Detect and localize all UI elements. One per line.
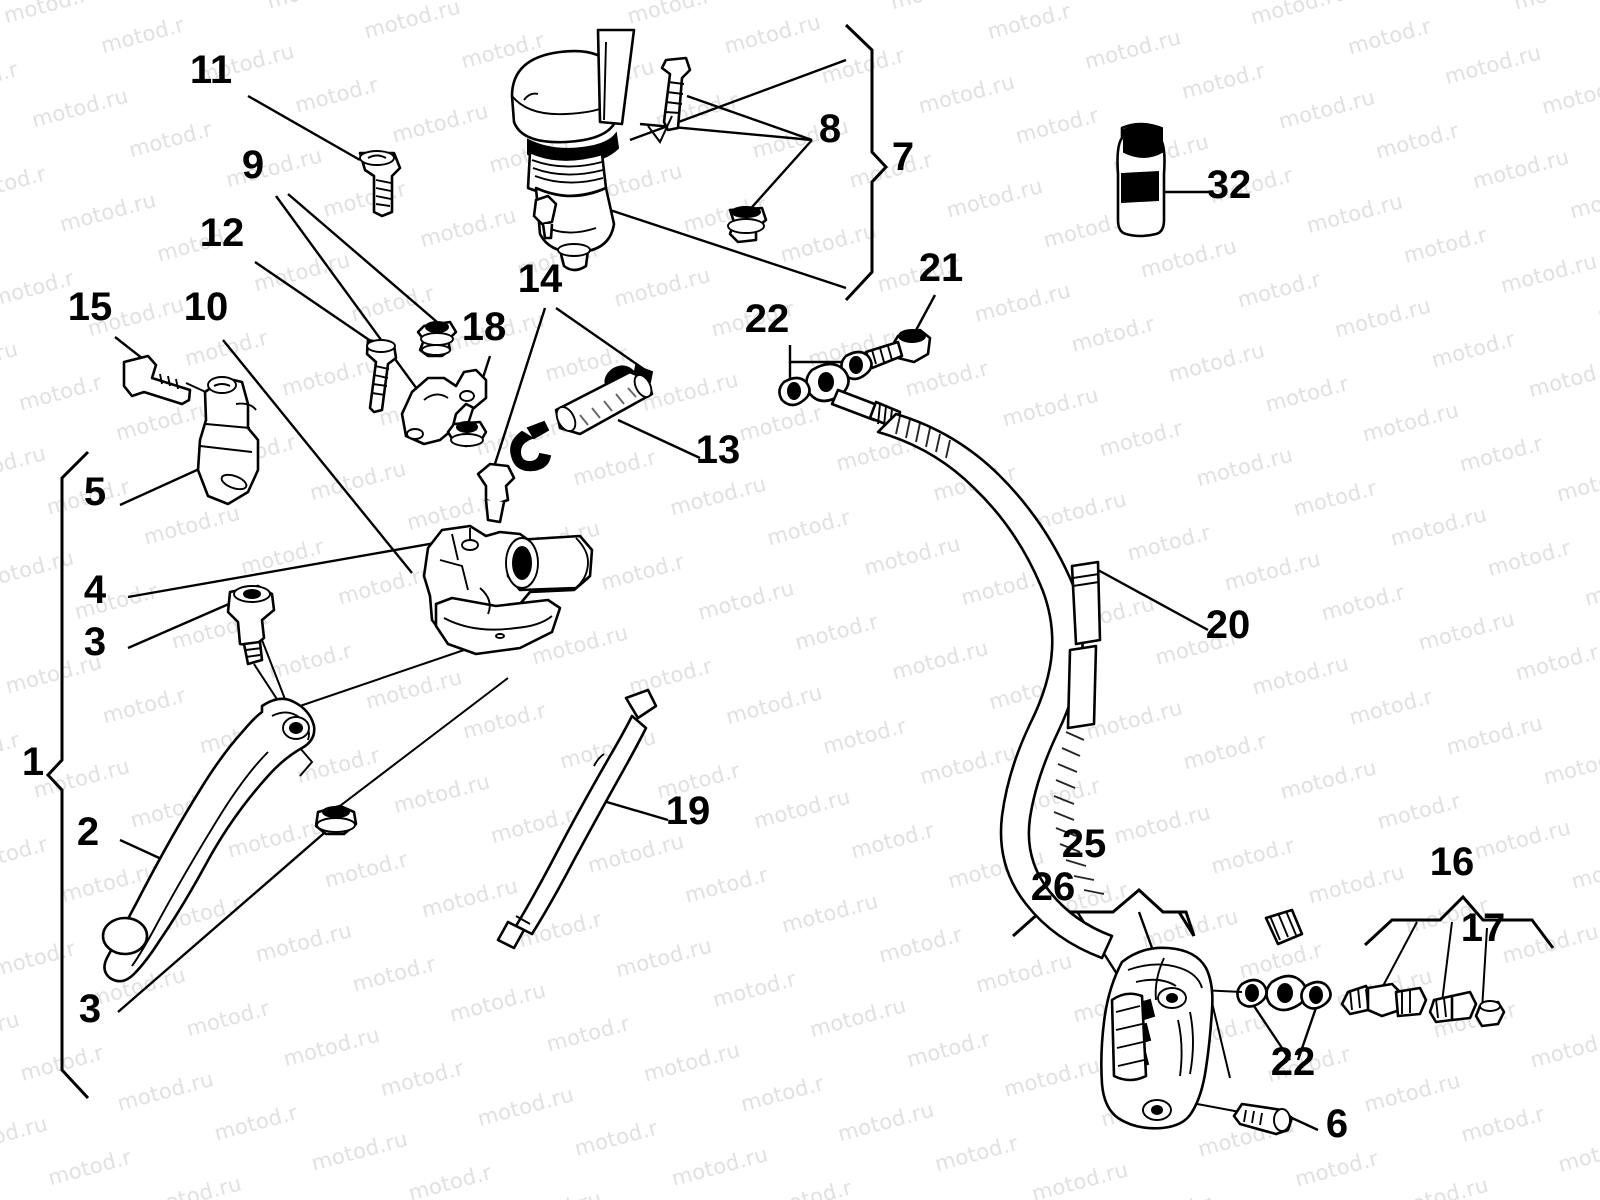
part-brake-lever	[101, 697, 316, 983]
part-reservoir-assembly	[510, 28, 768, 272]
part-caliper	[1100, 946, 1214, 1130]
part-clamp-bolt-upper	[358, 150, 402, 218]
callout-master-cylinder-assembly-bracket: 1	[22, 740, 44, 784]
callout-cable-clamp-holder: 5	[84, 470, 106, 514]
part-holder-bolt	[122, 354, 192, 406]
callout-clamp-bolt-lower: 12	[200, 211, 245, 255]
callout-brake-caliper-assembly: 25	[1062, 822, 1107, 866]
callout-master-cylinder-body: 10	[184, 285, 229, 329]
callout-brake-fluid-bottle: 32	[1207, 163, 1252, 207]
callout-bleeder-cap: 17	[1461, 906, 1506, 950]
part-banjo-upper	[778, 328, 932, 430]
callout-brake-pad-set: 26	[1031, 865, 1076, 909]
part-banjo-lower	[1199, 974, 1332, 1012]
part-bleeder-assembly	[1340, 982, 1506, 1028]
part-caliper-bolt	[1232, 1102, 1294, 1136]
callout-clamp-bracket: 9	[242, 143, 264, 187]
callout-clamp-bolt-upper: 11	[190, 48, 232, 92]
part-drain-tube	[496, 688, 658, 950]
callout-reservoir-cap-assembly: 7	[892, 135, 914, 179]
callout-sealing-washer-lower: 22	[1271, 1040, 1316, 1084]
bottle-oil-label: OIL	[1129, 182, 1152, 196]
callout-pivot-nut: 3	[79, 987, 101, 1031]
brace-item-7	[844, 23, 889, 302]
callout-sealing-washer-upper: 22	[745, 297, 790, 341]
callout-bleeder-valve-assembly: 16	[1430, 840, 1475, 884]
part-hose-clip-left	[510, 420, 552, 472]
part-reservoir-hose	[554, 370, 654, 436]
callout-banjo-bolt-upper: 21	[919, 246, 964, 290]
part-clamp-bolt-lower	[365, 338, 398, 414]
callout-nut-washer: 18	[462, 305, 507, 349]
part-master-cylinder-body	[422, 462, 594, 656]
part-brake-hose	[876, 412, 1304, 960]
callout-reservoir-cap-screw: 8	[819, 107, 841, 151]
part-fluid-bottle: OIL	[1116, 122, 1166, 238]
callout-drain-tube: 19	[666, 789, 711, 833]
callout-reservoir-hose: 13	[696, 428, 741, 472]
brace-item-16	[1363, 894, 1555, 949]
part-upper-nut-washer	[416, 320, 458, 358]
callout-pivot-bolt: 3	[84, 620, 106, 664]
callout-brake-hose: 20	[1206, 603, 1251, 647]
part-pivot-nut	[314, 804, 358, 836]
callout-brake-lever: 2	[77, 810, 99, 854]
leader-lines	[114, 58, 1488, 1132]
callout-caliper-mounting-bolt: 6	[1326, 1102, 1348, 1146]
callout-hose-clip: 14	[518, 257, 563, 301]
part-pivot-bolt	[226, 584, 289, 717]
part-cable-clamp-holder	[196, 376, 260, 506]
callout-clamp-holder-bolt: 15	[68, 285, 113, 329]
callout-adjuster-screw: 4	[84, 568, 107, 612]
part-lower-nut-washer	[446, 420, 488, 448]
